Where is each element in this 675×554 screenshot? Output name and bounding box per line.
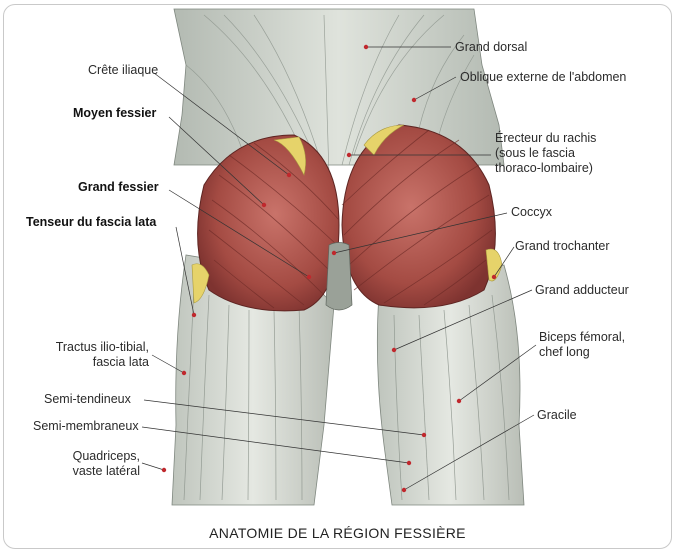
label-coccyx: Coccyx [511,205,552,220]
label-erecteur-rachis: Érecteur du rachis (sous le fascia thora… [495,131,596,176]
label-tenseur-fascia-lata: Tenseur du fascia lata [26,215,156,230]
label-biceps-femoral: Biceps fémoral, chef long [539,330,625,360]
label-grand-trochanter: Grand trochanter [515,239,610,254]
label-grand-fessier: Grand fessier [78,180,159,195]
label-moyen-fessier: Moyen fessier [73,106,156,121]
label-grand-adducteur: Grand adducteur [535,283,629,298]
label-grand-dorsal: Grand dorsal [455,40,527,55]
coccyx-area [326,243,352,311]
label-semi-tendineux: Semi-tendineux [44,392,131,407]
figure-frame: Grand dorsal Oblique externe de l'abdome… [3,4,672,549]
figure-caption: ANATOMIE DE LA RÉGION FESSIÈRE [4,525,671,541]
label-oblique-externe: Oblique externe de l'abdomen [460,70,626,85]
label-semi-membraneux: Semi-membraneux [33,419,139,434]
label-crete-iliaque: Crête iliaque [88,63,158,78]
label-gracile: Gracile [537,408,577,423]
label-quadriceps: Quadriceps, vaste latéral [24,449,140,479]
label-tractus-ilio-tibial: Tractus ilio-tibial, fascia lata [24,340,149,370]
